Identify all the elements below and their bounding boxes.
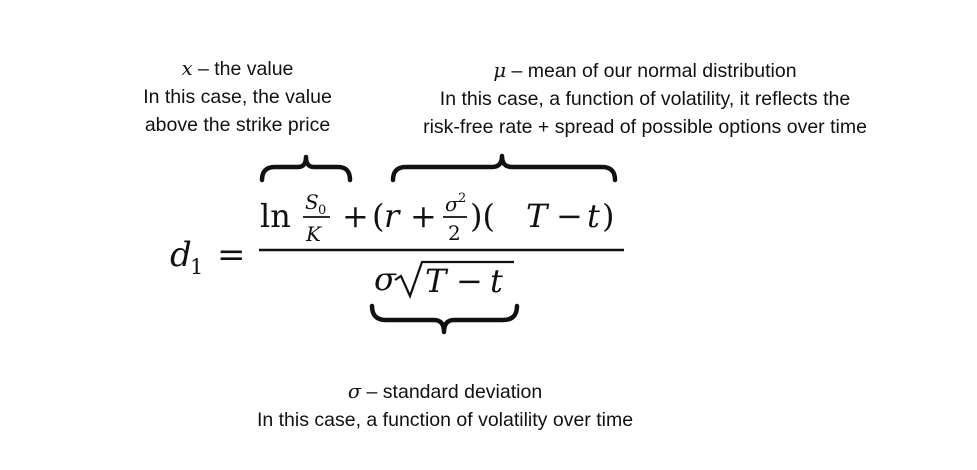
sigma-squared-var: σ — [445, 192, 460, 216]
paren-close-open: )( — [470, 197, 495, 235]
annotation-x: x – the value In this case, the value ab… — [110, 55, 365, 139]
small-t-denominator: t — [490, 262, 503, 300]
brace-mu — [390, 153, 618, 183]
equals-sign: = — [217, 235, 246, 275]
t-var-numerator: T — [526, 197, 550, 235]
open-paren-1: ( — [372, 197, 384, 235]
mu-title-text: – mean of our normal distribution — [506, 60, 797, 82]
sigma-title-text: – standard deviation — [361, 381, 543, 403]
minus-sign-denominator: − — [456, 262, 483, 300]
minus-sign-numerator: − — [556, 197, 583, 235]
s0-var: S — [305, 190, 319, 214]
k-var: K — [305, 222, 322, 246]
annotation-mu: μ – mean of our normal distribution In t… — [380, 57, 910, 141]
s0-subscript: 0 — [318, 203, 326, 218]
annotation-sigma-line2: In this case, a function of volatility o… — [256, 409, 634, 431]
t-var-denominator: T — [425, 262, 449, 300]
close-paren-2: ) — [602, 197, 614, 235]
lhs-d: d — [170, 235, 192, 275]
annotation-x-title: x – the value — [110, 55, 365, 83]
brace-x — [259, 154, 353, 183]
plus-sign-2: + — [410, 197, 437, 235]
ln-text: ln — [260, 197, 291, 235]
r-var: r — [384, 197, 401, 235]
annotation-mu-title: μ – mean of our normal distribution — [380, 57, 910, 85]
squared-exponent: 2 — [458, 191, 466, 206]
annotation-mu-line2: In this case, a function of volatility, … — [439, 88, 851, 110]
half-denominator: 2 — [448, 221, 461, 245]
annotation-mu-line3: risk-free rate + spread of possible opti… — [423, 116, 867, 138]
annotation-x-line2: In this case, the value — [143, 86, 332, 108]
annotation-sigma: σ – standard deviation In this case, a f… — [200, 378, 690, 434]
x-title-text: – the value — [192, 58, 294, 80]
sqrt-sign — [394, 260, 514, 299]
annotation-sigma-title: σ – standard deviation — [200, 378, 690, 406]
brace-sigma — [369, 303, 520, 335]
plus-sign-1: + — [342, 197, 369, 235]
sigma-denominator: σ — [374, 260, 397, 298]
lhs-subscript: 1 — [190, 255, 203, 279]
mu-symbol: μ — [493, 59, 507, 82]
x-symbol: x — [181, 57, 193, 80]
small-t-numerator: t — [587, 197, 600, 235]
sigma-symbol: σ — [347, 380, 362, 403]
annotation-x-line3: above the strike price — [144, 114, 331, 136]
